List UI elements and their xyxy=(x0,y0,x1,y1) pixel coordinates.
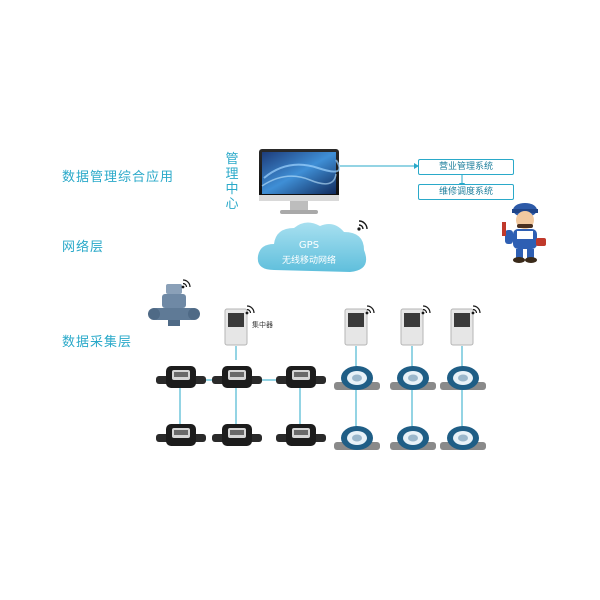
wifi-signal-icon xyxy=(365,305,375,315)
cloud-network-label: 无线移动网络 xyxy=(281,256,336,266)
cloud-gps-label: GPS xyxy=(298,240,320,251)
water-meter-icon xyxy=(212,424,262,446)
wifi-signal-icon xyxy=(471,305,481,315)
flow-meter-icon xyxy=(148,284,200,326)
concentrator-icon xyxy=(400,308,424,346)
wifi-signal-icon xyxy=(357,220,368,231)
water-meter-icon xyxy=(390,426,436,450)
water-meter-icon xyxy=(334,366,380,390)
water-meter-icon xyxy=(334,426,380,450)
business-management-system-box: 营业管理系统 xyxy=(418,159,514,175)
concentrator-icon xyxy=(344,308,368,346)
water-meter-icon xyxy=(156,424,206,446)
water-meter-icon xyxy=(212,366,262,388)
wifi-signal-icon xyxy=(245,305,255,315)
layer-label-data-collection: 数据采集层 xyxy=(62,335,133,350)
layer-label-data-management: 数据管理综合应用 xyxy=(62,170,175,185)
water-meter-icon xyxy=(276,366,326,388)
worker-icon xyxy=(502,203,546,263)
maintenance-dispatch-system-box: 维修调度系统 xyxy=(418,184,514,200)
water-meter-icon xyxy=(156,366,206,388)
concentrator-icon xyxy=(224,308,248,346)
water-meter-icon xyxy=(440,366,486,390)
layer-label-network: 网络层 xyxy=(62,240,105,255)
water-meter-icon xyxy=(390,366,436,390)
water-meter-icon xyxy=(440,426,486,450)
concentrator-icon xyxy=(450,308,474,346)
water-meter-icon xyxy=(276,424,326,446)
management-center-label: 管 理 中 心 xyxy=(225,152,239,212)
concentrator-label: 集中器 xyxy=(252,321,273,329)
cloud-icon xyxy=(257,222,367,272)
monitor-icon xyxy=(259,149,340,214)
wifi-signal-icon xyxy=(181,279,191,289)
wifi-signal-icon xyxy=(421,305,431,315)
